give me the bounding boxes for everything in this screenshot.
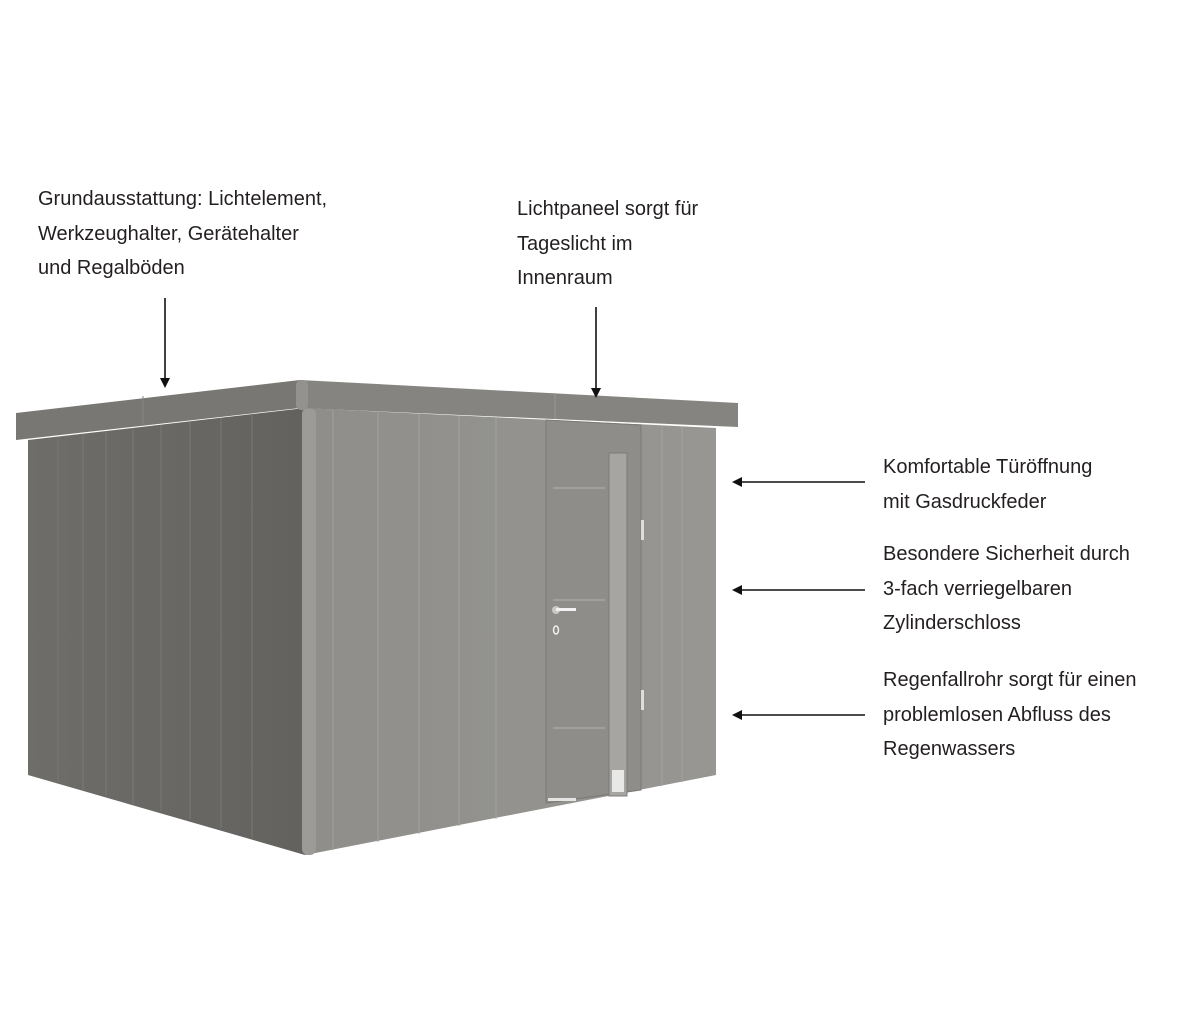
annotation-line: 3-fach verriegelbaren [883, 577, 1072, 600]
door-handle [556, 608, 576, 611]
annotation-equipment: Grundausstattung: Lichtelement, Werkzeug… [38, 182, 327, 286]
annotation-line: Komfortable Türöffnung [883, 456, 1093, 478]
shed-roof-side [16, 380, 300, 440]
annotation-door-opening: Komfortable Türöffnung mit Gasdruckfeder [883, 450, 1092, 519]
annotation-line: Lichtpaneel sorgt für [517, 198, 699, 220]
annotation-line: Besondere Sicherheit durch [883, 543, 1130, 565]
door-window [608, 452, 628, 797]
annotation-line: Tageslicht im [517, 232, 633, 255]
shed-front-wall [305, 408, 716, 855]
corner-post [302, 408, 316, 855]
annotation-line: Grundausstattung: Lichtelement, [38, 188, 328, 210]
annotation-line: Werkzeughalter, Gerätehalter [38, 222, 299, 245]
annotation-line: mit Gasdruckfeder [883, 490, 1047, 513]
side-wall-grooves [57, 414, 253, 838]
annotation-arrows [160, 298, 865, 720]
annotation-line: Regenfallrohr sorgt für einen [883, 669, 1137, 691]
shed-roof-front [300, 380, 738, 427]
annotation-line: problemlosen Abfluss des [883, 703, 1111, 726]
shed-door [545, 419, 644, 804]
annotation-drainpipe: Regenfallrohr sorgt für einen problemlos… [883, 663, 1136, 767]
front-wall-grooves [332, 410, 683, 850]
annotation-line: Regenwassers [883, 738, 1016, 760]
lock-cylinder [552, 625, 560, 635]
shed-side-wall [28, 408, 305, 855]
annotation-security: Besondere Sicherheit durch 3-fach verrie… [883, 537, 1130, 641]
annotation-line: und Regalböden [38, 257, 185, 279]
annotation-light-panel: Lichtpaneel sorgt für Tageslicht im Inne… [517, 192, 698, 296]
annotation-line: Innenraum [517, 267, 613, 289]
annotation-line: Zylinderschloss [883, 612, 1021, 634]
